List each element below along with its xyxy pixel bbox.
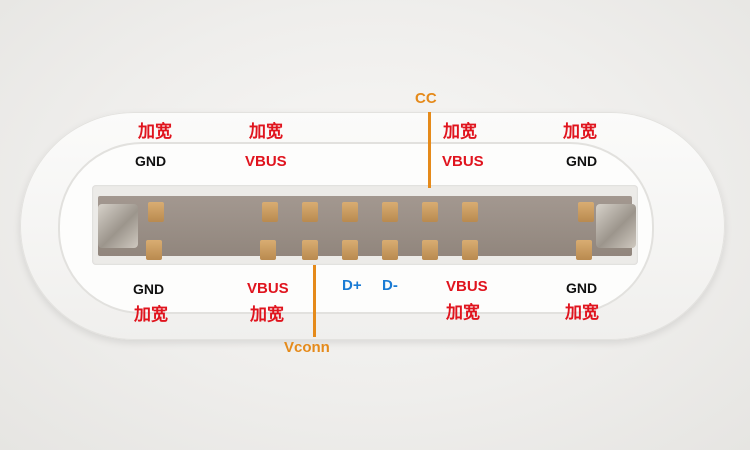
right-latch — [596, 204, 636, 248]
vconn-label: Vconn — [284, 339, 330, 356]
bottom-gnd-left-label: GND — [133, 281, 165, 297]
left-latch — [98, 204, 138, 248]
cc-label: CC — [415, 90, 437, 107]
d-minus-label: D- — [382, 277, 398, 294]
top-pin-5 — [382, 202, 398, 222]
bottom-widen-label-1: 加宽 — [134, 305, 168, 325]
top-widen-label-3: 加宽 — [443, 122, 477, 142]
d-plus-label: D+ — [342, 277, 362, 294]
bottom-pin-8 — [576, 240, 592, 260]
bottom-widen-label-2: 加宽 — [250, 305, 284, 325]
top-gnd-right-label: GND — [566, 153, 598, 169]
top-pin-6 — [422, 202, 438, 222]
top-gnd-left-label: GND — [135, 153, 167, 169]
bottom-pin-7 — [462, 240, 478, 260]
top-pin-3 — [302, 202, 318, 222]
top-pin-1 — [148, 202, 164, 222]
bottom-gnd-right-label: GND — [566, 280, 598, 296]
bottom-widen-label-4: 加宽 — [565, 303, 599, 323]
top-widen-label-4: 加宽 — [563, 122, 597, 142]
bottom-pin-2 — [260, 240, 276, 260]
top-widen-label-1: 加宽 — [138, 122, 172, 142]
top-widen-label-2: 加宽 — [249, 122, 283, 142]
bottom-vbus-left-label: VBUS — [247, 280, 289, 297]
cc-leader-line — [428, 112, 431, 188]
bottom-pin-3 — [302, 240, 318, 260]
top-pin-8 — [578, 202, 594, 222]
top-pin-7 — [462, 202, 478, 222]
bottom-pin-5 — [382, 240, 398, 260]
bottom-pin-1 — [146, 240, 162, 260]
bottom-widen-label-3: 加宽 — [446, 303, 480, 323]
bottom-vbus-right-label: VBUS — [446, 278, 488, 295]
top-vbus-right-label: VBUS — [442, 153, 484, 170]
vconn-leader-line — [313, 265, 316, 337]
top-vbus-left-label: VBUS — [245, 153, 287, 170]
connector-tongue — [98, 196, 632, 256]
top-pin-2 — [262, 202, 278, 222]
bottom-pin-4 — [342, 240, 358, 260]
bottom-pin-6 — [422, 240, 438, 260]
top-pin-4 — [342, 202, 358, 222]
